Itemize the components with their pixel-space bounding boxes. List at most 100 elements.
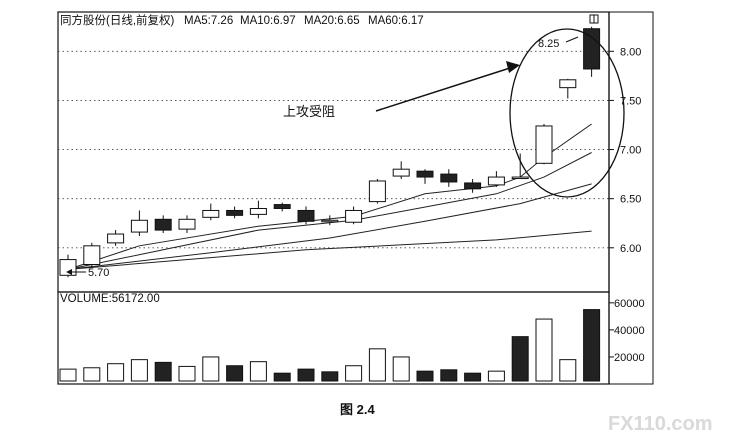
candle [273,202,291,212]
candle [178,215,196,234]
candle [583,26,601,77]
low-price-arrow-head [66,269,72,275]
volume-bar [345,365,363,382]
volume-bar [154,361,172,382]
volume-bar [107,363,125,382]
candle [440,169,458,187]
volume-bar [297,368,315,382]
price-tick-label: 7.50 [620,95,641,107]
candle [249,200,267,219]
header-ma20: MA20:6.65 [304,15,360,27]
highlight-ellipse [509,28,625,198]
candle-body-up [130,219,148,233]
candle [130,210,148,236]
volume-bar [392,356,410,382]
candle-body-up [83,245,101,265]
volume-bar [487,370,505,382]
watermark: FX110.com [608,413,713,435]
candle-body-down [273,204,291,209]
volume-tick-label: 20000 [614,352,645,364]
volume-bar [273,372,291,382]
candle-body-down [297,209,315,222]
candle-body-down [440,173,458,183]
volume-bar [59,368,77,382]
volume-bar [440,369,458,382]
ma-line-ma10 [67,152,592,270]
volume-bar [178,365,196,382]
candle-body-up [249,207,267,215]
price-tick-label: 6.00 [620,243,641,255]
price-gridlines [58,50,609,249]
price-tick-label: 7.00 [620,145,641,157]
volume-bar [511,336,529,382]
volume-bar [464,372,482,382]
candle [83,242,101,268]
candle [321,215,339,226]
moving-average-lines [67,123,592,270]
candle [202,203,220,221]
candle-body-down [583,28,601,70]
volume-bar [535,318,553,382]
candle [511,153,529,180]
candle-body-up [107,233,125,244]
resistance-arrow-head [506,61,520,73]
header-stock-name: 同方股份(日线,前复权) [60,13,175,27]
candle [416,169,434,184]
candle-body-up [321,219,339,223]
price-tick-label: 6.50 [620,194,641,206]
header-ma10: MA10:6.97 [240,15,296,27]
candle-body-up [535,125,553,164]
volume-bar [226,365,244,382]
low-price-label: 5.70 [88,267,109,279]
ma-line-ma5 [67,123,592,270]
candle-body-up [202,209,220,218]
candle [368,179,386,204]
candle [154,215,172,234]
header-ma5: MA5:7.26 [184,15,233,27]
candle-body-up [559,79,577,89]
header-ma60: MA60:6.17 [368,15,424,27]
outer-frame [57,11,654,385]
volume-tick-label: 60000 [614,298,645,310]
candle-body-up [368,180,386,203]
figure-caption: 图 2.4 [340,402,375,417]
candle [345,206,363,225]
candle-body-up [345,209,363,223]
candle-body-up [487,176,505,186]
ma-line-ma60 [67,230,592,270]
high-price-pointer [565,36,579,43]
candle [464,179,482,193]
volume-bar [249,361,267,382]
candle [226,206,244,219]
candle-body-down [226,209,244,216]
price-tick-label: 8.00 [620,46,641,58]
candle [59,254,77,278]
candle [392,161,410,180]
candle-body-down [416,170,434,178]
candle [487,171,505,187]
candle-body-up [392,168,410,177]
resistance-label: 上攻受阻 [283,104,335,119]
candle [107,230,125,246]
candle-body-up [511,176,529,180]
volume-bar [202,356,220,382]
volume-bar [368,348,386,382]
candle [535,124,553,165]
candle [559,78,577,99]
ma-line-ma20 [67,183,592,270]
volume-bar [321,371,339,382]
volume-bars [59,309,601,382]
candle [297,206,315,225]
price-axis-ticks: 8.00 7.50 7.00 6.50 6.00 [609,46,641,255]
resistance-arrow [375,67,511,112]
candlesticks [59,26,601,278]
volume-bar [583,309,601,382]
candle-body-down [464,182,482,190]
volume-label: VOLUME:56172.00 [60,293,160,305]
candle-body-down [154,218,172,231]
high-price-label: 8.25 [538,38,559,50]
candle-body-up [178,218,196,230]
volume-bar [416,370,434,382]
